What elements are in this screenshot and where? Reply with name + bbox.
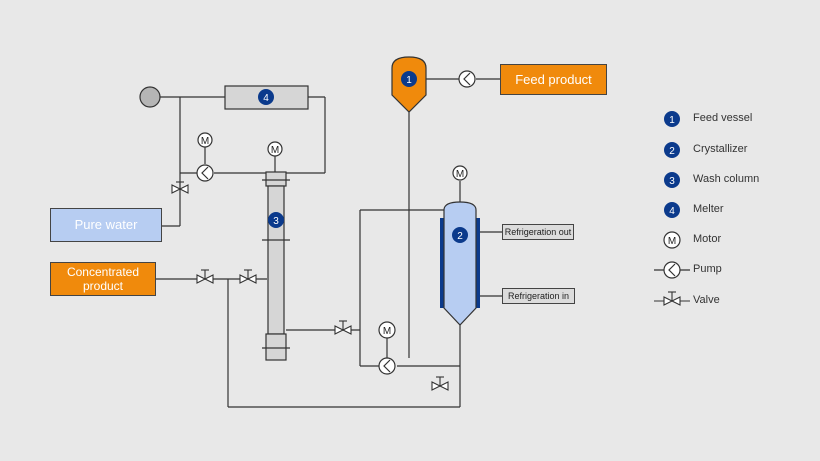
refrigeration-in-box: Refrigeration in xyxy=(502,288,575,304)
valve-icon xyxy=(431,376,449,391)
feed-product-label: Feed product xyxy=(515,71,592,87)
svg-text:4: 4 xyxy=(263,93,269,104)
legend-pump-icon xyxy=(654,261,690,279)
svg-text:3: 3 xyxy=(669,176,675,187)
legend-valve-icon xyxy=(654,291,690,306)
svg-text:M: M xyxy=(383,326,391,337)
legend-label-crystallizer: Crystallizer xyxy=(693,143,748,155)
legend-label-wash-column: Wash column xyxy=(693,173,760,185)
refrigeration-out-label: Refrigeration out xyxy=(504,227,572,237)
svg-text:M: M xyxy=(456,169,464,180)
expansion-vessel xyxy=(139,86,161,108)
valve-icon xyxy=(334,320,352,335)
pump-icon xyxy=(458,70,476,88)
motor-icon: M xyxy=(267,141,283,157)
motor-icon: M xyxy=(452,165,468,181)
svg-text:1: 1 xyxy=(669,115,675,126)
svg-text:M: M xyxy=(668,236,676,247)
svg-text:1: 1 xyxy=(406,75,412,86)
crystallizer xyxy=(440,201,480,326)
pump-icon xyxy=(196,164,214,182)
concentrated-product-label: Concentrated product xyxy=(66,265,140,293)
svg-text:M: M xyxy=(271,145,279,156)
legend-badge-4: 4 xyxy=(664,202,680,218)
valve-icon xyxy=(239,269,257,284)
motor-icon: M xyxy=(378,321,396,339)
wash-column-badge: 3 xyxy=(268,212,284,228)
legend-badge-1: 1 xyxy=(664,111,680,127)
legend-label-pump: Pump xyxy=(693,263,722,275)
legend-label-melter: Melter xyxy=(693,203,724,215)
motor-icon: M xyxy=(197,132,213,148)
refrigeration-out-box: Refrigeration out xyxy=(502,224,574,240)
legend-label-motor: Motor xyxy=(693,233,722,245)
legend-badge-2: 2 xyxy=(664,142,680,158)
legend-icons: 1 2 3 4 M xyxy=(654,111,690,306)
concentrated-product-box: Concentrated product xyxy=(50,262,156,296)
wash-column xyxy=(262,171,290,361)
valve-icon xyxy=(171,181,189,194)
svg-text:3: 3 xyxy=(273,216,279,227)
pure-water-box: Pure water xyxy=(50,208,162,242)
svg-text:4: 4 xyxy=(669,206,675,217)
pipe-lines xyxy=(156,78,502,408)
pump-icon xyxy=(378,357,396,375)
melter-badge: 4 xyxy=(258,89,274,105)
legend-label-feed-vessel: Feed vessel xyxy=(693,112,753,124)
legend-label-valve: Valve xyxy=(693,294,720,306)
feed-product-box: Feed product xyxy=(500,64,607,95)
crystallizer-badge: 2 xyxy=(452,227,468,243)
legend-badge-3: 3 xyxy=(664,172,680,188)
pure-water-label: Pure water xyxy=(74,217,138,232)
svg-text:2: 2 xyxy=(669,146,675,157)
valve-icon xyxy=(196,269,214,284)
svg-text:M: M xyxy=(201,136,209,147)
refrigeration-in-label: Refrigeration in xyxy=(507,291,570,301)
svg-text:2: 2 xyxy=(457,231,463,242)
feed-vessel-badge: 1 xyxy=(401,71,417,87)
legend-motor-icon: M xyxy=(663,231,681,249)
